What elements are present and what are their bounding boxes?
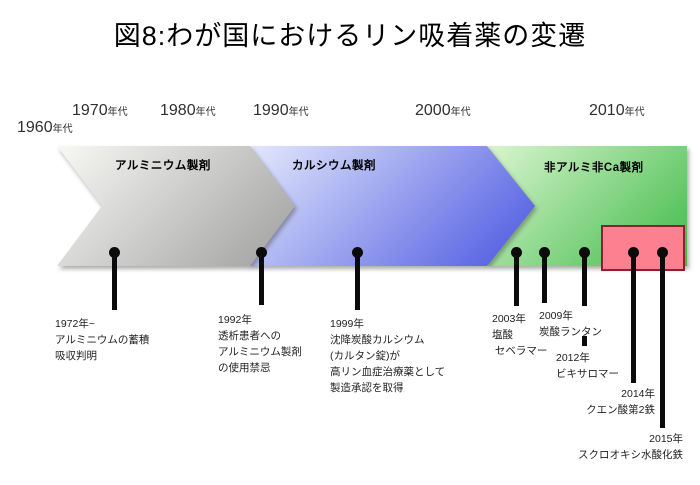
timeline-stem: [582, 252, 587, 306]
decade-era-suffix: 年代: [107, 107, 128, 118]
event-label: 1972年~アルミニウムの蓄積吸収判明: [55, 318, 150, 362]
event-label: 2012年ビキサロマー: [556, 352, 619, 380]
timeline-stem: [514, 252, 519, 306]
decade-label-1980: 1980年代: [160, 102, 216, 120]
decade-label-1970: 1970年代: [72, 102, 128, 120]
timeline-dot: [539, 247, 550, 258]
decade-number: 1970: [72, 102, 108, 119]
timeline-dot: [256, 247, 267, 258]
timeline-stem: [631, 252, 636, 383]
timeline-stem: [112, 252, 117, 310]
timeline-dot: [109, 247, 120, 258]
band-aluminum: [57, 146, 295, 266]
decade-number: 2010: [589, 102, 625, 119]
decade-era-suffix: 年代: [450, 107, 471, 118]
approval-box: [601, 225, 685, 271]
decade-era-suffix: 年代: [52, 124, 73, 135]
decade-label-1990: 1990年代: [253, 102, 309, 120]
timeline-dot: [579, 247, 590, 258]
event-label: 2009年炭酸ランタン: [539, 310, 602, 338]
decade-label-2010: 2010年代: [589, 102, 645, 120]
decade-number: 2000: [415, 102, 451, 119]
event-label: 1992年透析患者へのアルミニウム製剤の使用禁忌: [218, 314, 302, 374]
decade-label-2000: 2000年代: [415, 102, 471, 120]
timeline-dot: [657, 247, 668, 258]
decade-number: 1990: [253, 102, 289, 119]
timeline-dot: [352, 247, 363, 258]
decade-number: 1960: [17, 119, 53, 136]
timeline-dot: [511, 247, 522, 258]
decade-era-suffix: 年代: [195, 107, 216, 118]
decade-era-suffix: 年代: [288, 107, 309, 118]
timeline-dot: [628, 247, 639, 258]
event-label: 2015年スクロオキシ水酸化鉄: [578, 433, 683, 461]
event-label: 1999年沈降炭酸カルシウム(カルタン錠)が高リン血症治療薬として製造承認を取得: [330, 318, 446, 394]
band-shape-blue-arrow: [250, 146, 535, 266]
band-calcium: [250, 146, 535, 266]
timeline-stem: [259, 252, 264, 305]
event-label: 2003年塩酸 セベラマー: [492, 313, 548, 357]
decade-number: 1980: [160, 102, 196, 119]
band-label-calcium: カルシウム製剤: [292, 160, 376, 172]
band-label-non-aluminum-non-calcium: 非アルミ非Ca製剤: [544, 162, 644, 174]
event-label: 2014年クエン酸第2鉄: [586, 388, 655, 416]
band-label-aluminum: アルミニウム製剤: [115, 160, 211, 172]
timeline-stem: [355, 252, 360, 310]
decade-era-suffix: 年代: [624, 107, 645, 118]
timeline-stem: [660, 252, 665, 428]
decade-label-1960: 1960年代: [17, 119, 73, 137]
figure-title: 図8:わが国におけるリン吸着薬の変遷: [113, 21, 587, 51]
timeline-stem: [542, 252, 547, 303]
timeline-stem-dash: [582, 336, 587, 346]
